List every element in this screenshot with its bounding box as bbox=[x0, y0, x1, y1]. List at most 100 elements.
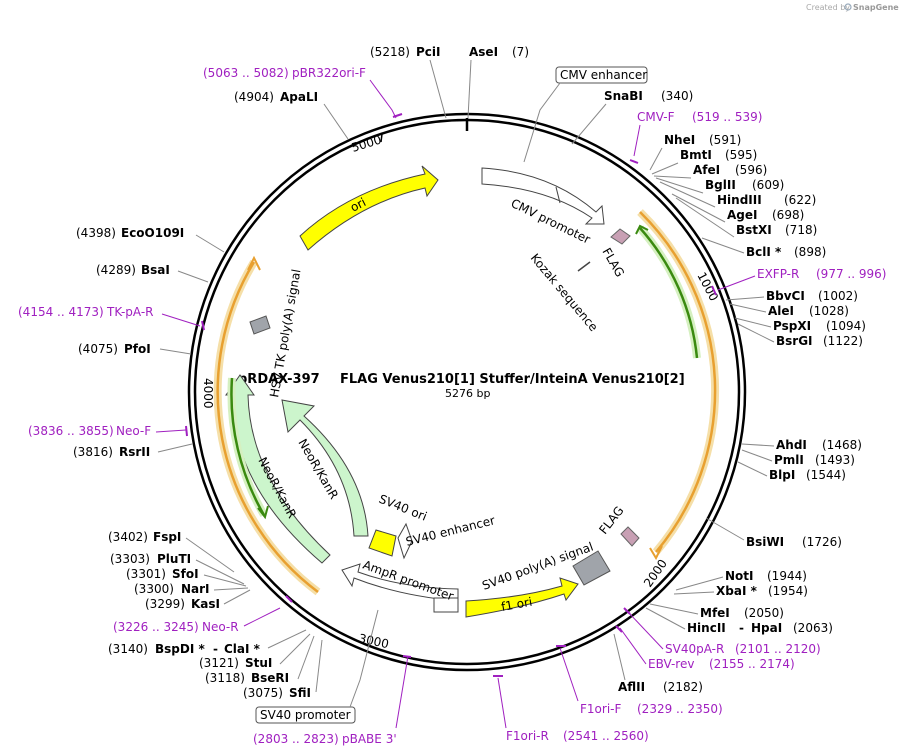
sv40-promoter-box[interactable] bbox=[255, 706, 356, 724]
enzyme-ecoO109I[interactable]: EcoO109I bbox=[121, 226, 184, 240]
enzyme-snaBI-pos: (340) bbox=[661, 89, 693, 103]
enzyme-apaLI[interactable]: ApaLI bbox=[280, 90, 318, 104]
primer-f1ori-f[interactable]: F1ori-F bbox=[580, 702, 621, 716]
cmv-f-leader bbox=[633, 124, 641, 157]
enzyme-bsiWI[interactable]: BsiWI bbox=[746, 535, 784, 549]
flag-bottom-label: FLAG bbox=[596, 504, 626, 537]
enzyme-bbvCI-pos: (1002) bbox=[818, 289, 858, 303]
flag-top-feature[interactable] bbox=[610, 228, 631, 245]
enzyme-sfiI[interactable]: SfiI bbox=[289, 686, 311, 700]
enzyme-pfoI[interactable]: PfoI bbox=[124, 342, 151, 356]
enzyme-bstXI[interactable]: BstXI bbox=[736, 223, 772, 237]
primer-ebv-rev[interactable]: EBV-rev bbox=[648, 657, 694, 671]
enzyme-mfeI[interactable]: MfeI bbox=[700, 606, 730, 620]
primer-f1ori-r[interactable]: F1ori-R bbox=[506, 729, 549, 743]
neo-r-leader bbox=[243, 607, 281, 627]
enzyme-fspI[interactable]: FspI bbox=[153, 530, 181, 544]
enzyme-hindIII[interactable]: HindIII bbox=[717, 193, 762, 207]
pluTI-leader bbox=[195, 559, 245, 585]
enzyme-stuI[interactable]: StuI bbox=[245, 656, 272, 670]
enzyme-aleI[interactable]: AleI bbox=[768, 304, 794, 318]
fspI-leader bbox=[185, 537, 235, 573]
enzyme-pluTI[interactable]: PluTI bbox=[157, 552, 191, 566]
sv40-ori-feature[interactable] bbox=[368, 529, 397, 557]
enzyme-xbaI[interactable]: XbaI * bbox=[716, 584, 758, 598]
bspDI-leader bbox=[267, 629, 307, 649]
enzyme-sfoI[interactable]: SfoI bbox=[172, 567, 199, 581]
enzyme-kasI[interactable]: KasI bbox=[191, 597, 220, 611]
primer-cmv-f[interactable]: CMV-F bbox=[637, 110, 675, 124]
enzyme-pciI[interactable]: PciI bbox=[416, 45, 441, 59]
enzyme-pmlI[interactable]: PmlI bbox=[774, 453, 804, 467]
primer-tk-pa-r[interactable]: TK-pA-R bbox=[106, 305, 154, 319]
hsv-tk-feature[interactable] bbox=[249, 315, 271, 335]
primer-neo-f[interactable]: Neo-F bbox=[116, 424, 151, 438]
f1-ori-label: f1 ori bbox=[500, 595, 533, 614]
neo-f-leader bbox=[155, 429, 187, 433]
stuI-leader bbox=[279, 633, 311, 665]
venus2-feature[interactable] bbox=[216, 261, 319, 594]
primer-pbr322[interactable]: pBR322ori-F bbox=[292, 66, 366, 80]
enzyme-bseRI[interactable]: BseRI bbox=[251, 671, 289, 685]
enzyme-aflII[interactable]: AflII bbox=[618, 680, 645, 694]
enzyme-snaBI[interactable]: SnaBI bbox=[604, 89, 643, 103]
flag-top-label: FLAG bbox=[599, 246, 627, 280]
primer-sv40pa-r[interactable]: SV40pA-R bbox=[665, 642, 724, 656]
enzyme-nheI[interactable]: NheI bbox=[664, 133, 695, 147]
f1ori-r-leader bbox=[497, 677, 507, 729]
cmv-promoter-feature[interactable] bbox=[481, 167, 605, 225]
enzyme-hpaI[interactable]: HpaI bbox=[751, 621, 782, 635]
intein2-feature[interactable] bbox=[230, 377, 266, 516]
enzyme-ahdI[interactable]: AhdI bbox=[776, 438, 807, 452]
neor-inner-feature[interactable] bbox=[281, 399, 369, 537]
primer-neo-r[interactable]: Neo-R bbox=[202, 620, 239, 634]
enzyme-notI[interactable]: NotI bbox=[725, 569, 754, 583]
enzyme-bclI-pos: (898) bbox=[794, 245, 826, 259]
tick-3000: 3000 bbox=[357, 631, 390, 651]
ori-label: ori bbox=[348, 195, 368, 215]
hindIII-leader bbox=[659, 181, 716, 208]
enzyme-pciI-pos: (5218) bbox=[370, 45, 410, 59]
enzyme-bglII[interactable]: BglII bbox=[705, 178, 736, 192]
enzyme-claI[interactable]: ClaI * bbox=[224, 642, 261, 656]
enzyme-aflII-pos: (2182) bbox=[663, 680, 703, 694]
enzyme-afeI[interactable]: AfeI bbox=[693, 163, 720, 177]
enzyme-blpI[interactable]: BlpI bbox=[769, 468, 795, 482]
enzyme-bbvCI[interactable]: BbvCI bbox=[766, 289, 805, 303]
enzyme-bmtI[interactable]: BmtI bbox=[680, 148, 712, 162]
sv40pa-r-leader bbox=[627, 611, 664, 650]
flag-bottom-feature[interactable] bbox=[620, 526, 640, 547]
venus1-feature[interactable] bbox=[639, 211, 717, 553]
enzyme-bseRI-pos: (3118) bbox=[205, 671, 245, 685]
intein-feature[interactable] bbox=[639, 227, 699, 359]
f1-ori-feature[interactable] bbox=[465, 577, 579, 618]
enzyme-bsaI[interactable]: BsaI bbox=[141, 263, 170, 277]
enzyme-hincII[interactable]: HincII bbox=[687, 621, 726, 635]
primer-exfp-r[interactable]: EXFP-R bbox=[757, 267, 799, 281]
primer-neo-f-range: (3836 .. 3855) bbox=[28, 424, 114, 438]
enzyme-bsrGI[interactable]: BsrGI bbox=[776, 334, 813, 348]
enzyme-ageI[interactable]: AgeI bbox=[727, 208, 757, 222]
primer-exfp-r-range: (977 .. 996) bbox=[816, 267, 886, 281]
pciI-leader bbox=[429, 59, 447, 119]
sfiI-leader bbox=[315, 639, 323, 693]
enzyme-bspDI[interactable]: BspDI * bbox=[155, 642, 205, 656]
pbr322-mark bbox=[392, 113, 403, 118]
kozak-feature[interactable] bbox=[577, 261, 591, 272]
cmv-enhancer-box[interactable] bbox=[555, 66, 648, 84]
primer-pbabe3[interactable]: pBABE 3' bbox=[342, 732, 397, 746]
rsrII-leader bbox=[157, 443, 193, 453]
bmtI-leader bbox=[651, 162, 679, 175]
primer-cmv-f-range: (519 .. 539) bbox=[692, 110, 762, 124]
enzyme-pspXI[interactable]: PspXI bbox=[773, 319, 811, 333]
enzyme-bclI[interactable]: BclI * bbox=[746, 245, 782, 259]
enzyme-narI[interactable]: NarI bbox=[181, 582, 210, 596]
ampr-promoter-feature[interactable] bbox=[341, 563, 459, 602]
snapgene-logo-icon bbox=[844, 3, 852, 11]
sv40-enhancer-feature[interactable] bbox=[397, 522, 413, 560]
sv40-polya-feature[interactable] bbox=[572, 550, 611, 586]
enzyme-rsrII[interactable]: RsrII bbox=[119, 445, 150, 459]
enzyme-aseI[interactable]: AseI bbox=[469, 45, 498, 59]
ori-feature[interactable] bbox=[299, 165, 439, 251]
enzyme-bmtI-pos: (595) bbox=[725, 148, 757, 162]
